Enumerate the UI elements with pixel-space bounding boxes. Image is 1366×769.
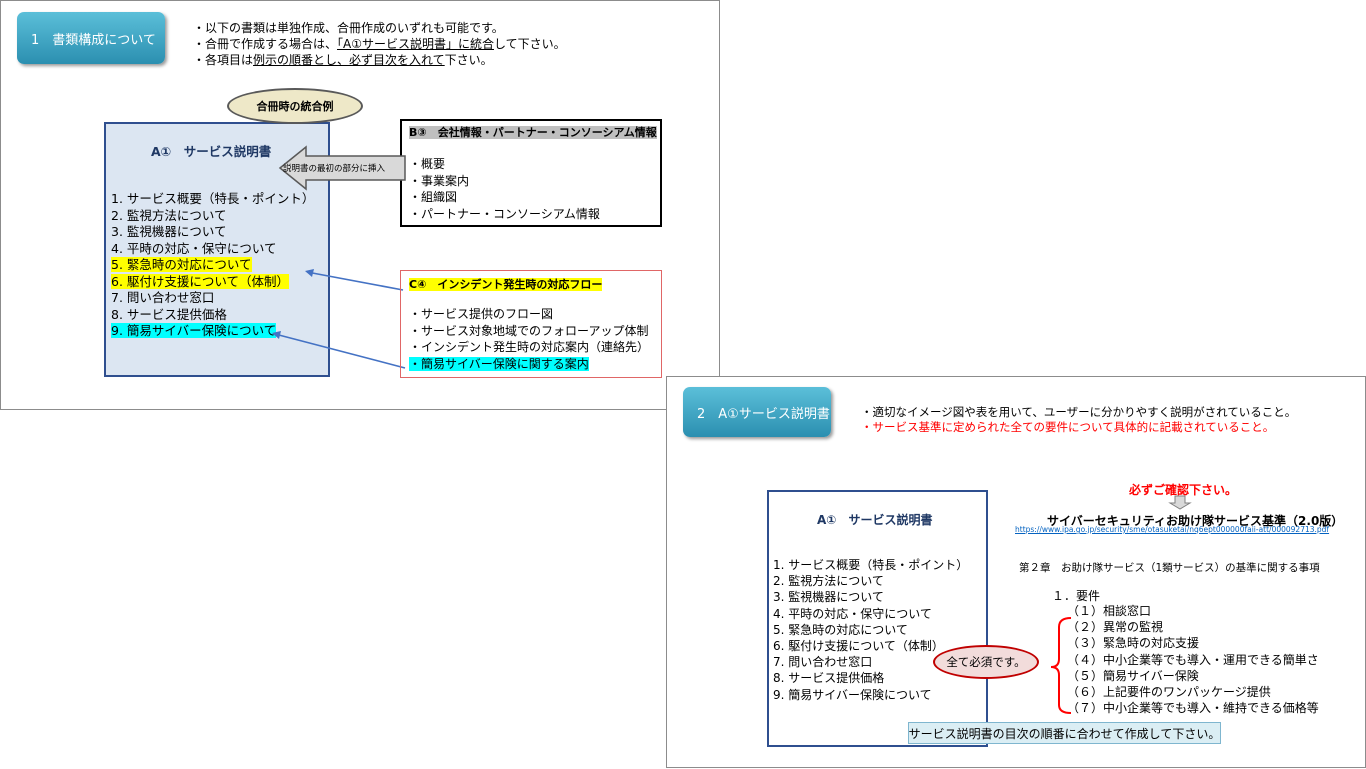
- company-info-list: ・概要 ・事業案内 ・組織図 ・パートナー・コンソーシアム情報: [409, 156, 600, 222]
- note-line-2-red: ・サービス基準に定められた全ての要件について具体的に記載されていること。: [861, 420, 1275, 434]
- list-item: ・サービス対象地域でのフォローアップ体制: [409, 323, 649, 338]
- note-line-3: ・各項目は例示の順番とし、必ず目次を入れて下さい。: [193, 53, 493, 67]
- list-item-highlighted: 6. 駆付け支援について（体制）: [111, 273, 290, 289]
- section-header-1[interactable]: 1 書類構成について: [17, 12, 165, 64]
- list-item: 4. 平時の対応・保守について: [773, 606, 932, 621]
- list-item: 9. 簡易サイバー保険について: [773, 687, 932, 702]
- list-item: 2. 監視方法について: [111, 207, 227, 223]
- list-item: （３）緊急時の対応支援: [1067, 636, 1200, 651]
- note-line-1: ・適切なイメージ図や表を用いて、ユーザーに分かりやすく説明がされていること。: [861, 405, 1297, 419]
- note-line-1: ・以下の書類は単独作成、合冊作成のいずれも可能です。: [193, 21, 504, 35]
- connector-arrowhead: [305, 269, 314, 277]
- service-description-list: 1. サービス概要（特長・ポイント） 2. 監視方法について 3. 監視機器につ…: [773, 557, 968, 703]
- incident-flow-title: C④ インシデント発生時の対応フロー: [409, 278, 603, 291]
- slide2-shapes: [1050, 495, 1192, 714]
- requirements-list: （１）相談窓口 （２）異常の監視 （３）緊急時の対応支援 （４）中小企業等でも導…: [1067, 603, 1319, 716]
- down-arrow-shape: [1168, 495, 1192, 510]
- chapter-heading: 第２章 お助け隊サービス（1類サービス）の基準に関する事項: [1019, 562, 1320, 574]
- list-item: 4. 平時の対応・保守について: [111, 240, 277, 256]
- section-header-2-label: 2 A①サービス説明書: [697, 406, 830, 422]
- list-item: 1. サービス概要（特長・ポイント）: [773, 558, 969, 572]
- insert-arrow-label: 説明書の最初の部分に挿入: [283, 164, 386, 174]
- connector-arrow-to-item6: [306, 271, 404, 291]
- section-header-2[interactable]: 2 A①サービス説明書: [683, 387, 831, 437]
- slide-1: 1 書類構成について ・以下の書類は単独作成、合冊作成のいずれも可能です。 ・合…: [0, 0, 720, 410]
- incident-flow-list: ・サービス提供のフロー図 ・サービス対象地域でのフォローアップ体制 ・インシデン…: [409, 306, 649, 372]
- list-item: 8. サービス提供価格: [111, 306, 227, 322]
- list-item: 7. 問い合わせ窓口: [111, 290, 215, 305]
- list-item: （１）相談窓口: [1067, 604, 1152, 618]
- list-item: ・事業案内: [409, 173, 470, 188]
- requirements-heading: １．要件: [1052, 589, 1101, 603]
- list-item: 3. 監視機器について: [111, 224, 227, 239]
- requirements-bracket: [1050, 617, 1072, 714]
- list-item: ・サービス提供のフロー図: [409, 307, 554, 321]
- list-item: ・組織図: [409, 190, 458, 204]
- list-item: 8. サービス提供価格: [773, 671, 885, 686]
- connector-arrow-to-item9: [274, 333, 406, 369]
- merge-example-oval: 合冊時の統合例: [227, 88, 363, 124]
- list-item: 3. 監視機器について: [773, 590, 884, 605]
- list-item-highlighted: ・簡易サイバー保険に関する案内: [409, 356, 589, 371]
- list-item: 5. 緊急時の対応について: [773, 622, 908, 637]
- list-item: 2. 監視方法について: [773, 574, 884, 589]
- list-item: （２）異常の監視: [1067, 620, 1164, 635]
- service-description-list: 1. サービス概要（特長・ポイント） 2. 監視方法について 3. 監視機器につ…: [111, 191, 314, 340]
- list-item: ・概要: [409, 157, 446, 171]
- all-required-oval: 全て必須です。: [933, 645, 1039, 679]
- list-item: ・パートナー・コンソーシアム情報: [409, 206, 600, 221]
- incident-flow-box: [400, 270, 662, 378]
- arrows-layer: [272, 145, 406, 369]
- service-description-box: [767, 490, 988, 747]
- list-item-highlighted: 5. 緊急時の対応について: [111, 257, 252, 272]
- list-item-highlighted: 9. 簡易サイバー保険について: [111, 323, 277, 338]
- list-item: 6. 駆付け支援について（体制）: [773, 639, 944, 654]
- list-item: 1. サービス概要（特長・ポイント）: [111, 191, 315, 206]
- standard-url-link[interactable]: https://www.ipa.go.jp/security/sme/otasu…: [1015, 525, 1330, 534]
- confirm-label: 必ずご確認下さい。: [1129, 483, 1238, 497]
- insert-arrow-shape: [278, 145, 406, 191]
- list-item: （７）中小企業等でも導入・維持できる価格等: [1067, 701, 1319, 716]
- slide-2: 2 A①サービス説明書 ・適切なイメージ図や表を用いて、ユーザーに分かりやすく説…: [666, 376, 1366, 768]
- list-item: ・インシデント発生時の対応案内（連絡先）: [409, 340, 650, 354]
- standard-title: サイバーセキュリティお助け隊サービス基準（2.0版）: [1047, 514, 1344, 528]
- list-item: （４）中小企業等でも導入・運用できる簡単さ: [1067, 652, 1319, 667]
- list-item: （５）簡易サイバー保険: [1067, 668, 1199, 683]
- section-header-1-label: 1 書類構成について: [31, 32, 156, 48]
- service-description-title: A① サービス説明書: [151, 144, 272, 159]
- list-item: 7. 問い合わせ窓口: [773, 655, 873, 670]
- company-info-title: B③ 会社情報・パートナー・コンソーシアム情報: [409, 126, 657, 139]
- connector-arrowhead: [272, 331, 281, 339]
- bottom-note-box: サービス説明書の目次の順番に合わせて作成して下さい。: [908, 722, 1221, 744]
- service-description-title: A① サービス説明書: [817, 513, 933, 527]
- list-item: （６）上記要件のワンパッケージ提供: [1067, 685, 1271, 700]
- note-line-2: ・合冊で作成する場合は、「A①サービス説明書」に統合して下さい。: [193, 37, 566, 51]
